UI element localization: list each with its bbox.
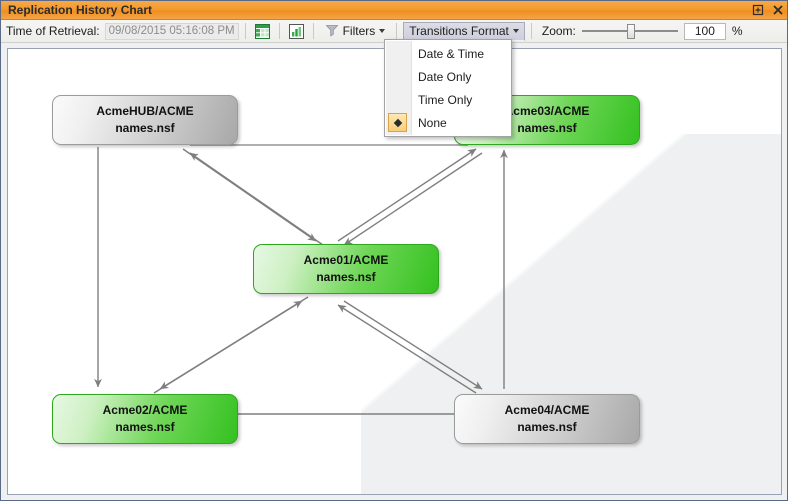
table-view-icon[interactable] (252, 22, 273, 41)
node-server-name: Acme03/ACME (504, 104, 590, 118)
edge-acme01-to-hub (189, 152, 324, 246)
node-database-name: names.nsf (517, 121, 577, 135)
edge-acme01-to-acme03 (337, 148, 477, 242)
node-server-name: Acme04/ACME (504, 403, 590, 417)
edge-acme03-to-acme01 (343, 152, 483, 246)
node-acme02[interactable]: Acme02/ACME names.nsf (52, 394, 238, 444)
transitions-format-button[interactable]: Transitions Format (403, 21, 525, 41)
node-database-name: names.nsf (115, 420, 175, 434)
edge-acme02-to-acme01 (153, 300, 303, 394)
menu-item-time-only[interactable]: Time Only (385, 88, 511, 111)
menu-item-label: Date Only (418, 69, 472, 84)
filters-button[interactable]: Filters (320, 22, 391, 41)
zoom-slider[interactable] (581, 23, 678, 39)
node-server-name: AcmeHUB/ACME (96, 104, 194, 118)
node-acme01[interactable]: Acme01/ACME names.nsf (253, 244, 439, 294)
menu-item-none[interactable]: None (385, 111, 511, 134)
chevron-down-icon (379, 29, 386, 33)
toolbar: Time of Retrieval: 09/08/2015 05:16:08 P… (1, 20, 787, 43)
node-acme04[interactable]: Acme04/ACME names.nsf (454, 394, 640, 444)
node-database-name: names.nsf (115, 121, 175, 135)
window-controls (751, 3, 785, 17)
node-acmehub[interactable]: AcmeHUB/ACME names.nsf (52, 95, 238, 145)
toolbar-separator (396, 23, 398, 39)
zoom-unit-label: % (731, 24, 743, 38)
zoom-controls: Zoom: 100 % (541, 22, 743, 40)
menu-item-date-only[interactable]: Date Only (385, 65, 511, 88)
toolbar-separator (278, 23, 280, 39)
edge-acme01-to-acme04 (343, 300, 483, 390)
transitions-format-label: Transitions Format (409, 24, 509, 38)
menu-item-label: Time Only (418, 92, 473, 107)
retrieval-time-field[interactable]: 09/08/2015 05:16:08 PM (104, 22, 239, 40)
menu-item-date-time[interactable]: Date & Time (385, 42, 511, 65)
retrieval-label: Time of Retrieval: (6, 24, 100, 38)
chevron-down-icon (512, 29, 519, 33)
node-database-name: names.nsf (517, 420, 577, 434)
filters-label: Filters (342, 24, 376, 38)
window-titlebar: Replication History Chart (1, 1, 787, 20)
node-database-name: names.nsf (316, 270, 376, 284)
zoom-slider-thumb[interactable] (626, 24, 635, 39)
toolbar-separator (312, 23, 314, 39)
maximize-icon[interactable] (751, 3, 765, 17)
zoom-value-input[interactable]: 100 (683, 22, 726, 40)
transitions-format-menu[interactable]: Date & Time Date Only Time Only None (384, 39, 512, 137)
node-server-name: Acme02/ACME (102, 403, 188, 417)
edge-acme04-to-acme01 (337, 304, 477, 394)
toolbar-separator (244, 23, 246, 39)
close-icon[interactable] (771, 3, 785, 17)
selected-radio-icon (388, 113, 407, 132)
edge-layer (94, 144, 508, 418)
node-server-name: Acme01/ACME (303, 253, 389, 267)
toolbar-separator (530, 23, 532, 39)
menu-item-label: None (418, 115, 447, 130)
funnel-icon (325, 23, 339, 40)
menu-item-label: Date & Time (418, 46, 485, 61)
zoom-label: Zoom: (541, 24, 576, 38)
window-title: Replication History Chart (8, 3, 153, 17)
bar-chart-icon[interactable] (286, 22, 307, 41)
